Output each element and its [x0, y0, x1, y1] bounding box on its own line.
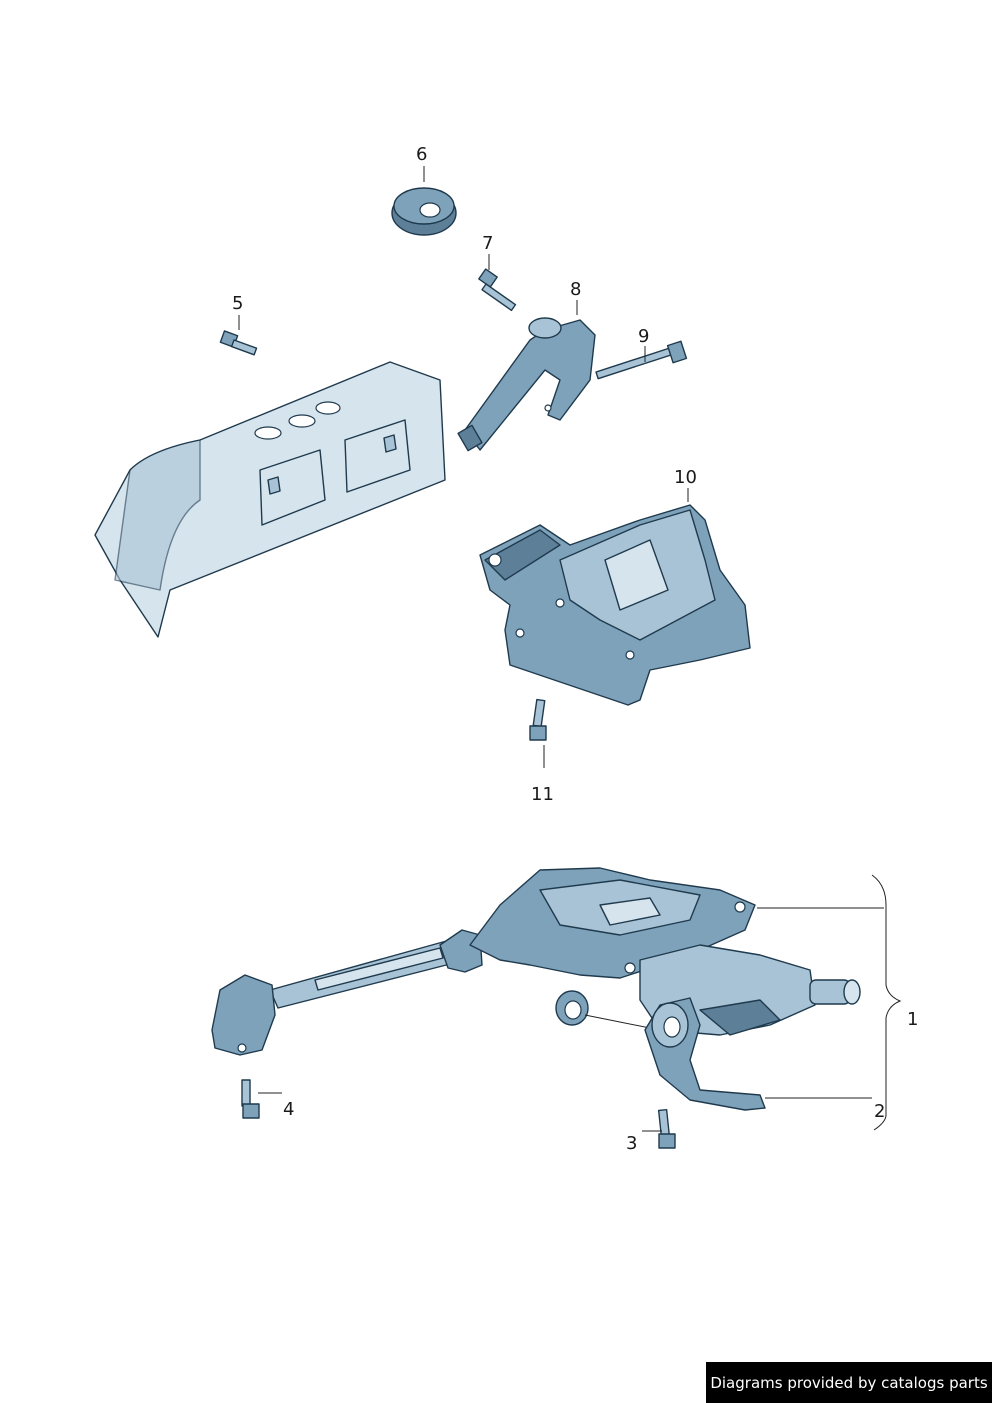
callout-6: 6 [416, 144, 427, 165]
bolt-7 [478, 268, 517, 312]
bolt-3 [657, 1108, 676, 1149]
grommet [391, 187, 457, 236]
bolt-9 [595, 340, 688, 380]
callout-9: 9 [638, 326, 649, 347]
bracket-8 [457, 317, 596, 452]
callout-5: 5 [232, 293, 243, 314]
bolt-11 [529, 698, 547, 741]
bolt-5 [219, 330, 258, 356]
credit-footer: Diagrams provided by catalogs parts [706, 1362, 992, 1403]
adjustment-lever-2 [644, 997, 766, 1111]
callout-8: 8 [570, 279, 581, 300]
callout-labels: 6 7 5 8 9 10 11 1 2 3 4 [232, 144, 918, 1154]
mounting-bracket-10 [479, 504, 751, 706]
callout-4: 4 [283, 1099, 294, 1120]
steering-column [211, 867, 861, 1056]
callout-2: 2 [874, 1101, 885, 1122]
callout-10: 10 [674, 467, 697, 488]
leader-lines [238, 166, 902, 1132]
callout-1: 1 [907, 1009, 918, 1030]
callout-3: 3 [626, 1133, 637, 1154]
callout-11: 11 [531, 784, 554, 805]
callout-7: 7 [482, 233, 493, 254]
bolt-4 [241, 1079, 260, 1119]
cross-member [94, 361, 446, 638]
